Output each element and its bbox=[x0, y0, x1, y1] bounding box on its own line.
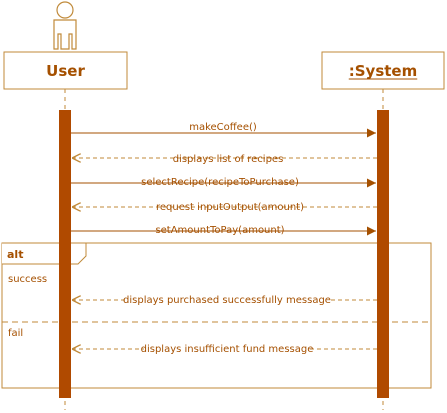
message-display-recipes[interactable]: displays list of recipes bbox=[72, 154, 377, 165]
message-set-amount[interactable]: setAmountToPay(amount) bbox=[71, 225, 376, 236]
participant-user[interactable]: User bbox=[3, 51, 128, 90]
participant-system-box bbox=[321, 51, 445, 90]
message-label: selectRecipe(recipeToPurchase) bbox=[141, 177, 299, 188]
guard-success: success bbox=[8, 274, 47, 285]
message-request-input[interactable]: request inputOutput(amount) bbox=[72, 202, 377, 213]
message-label: setAmountToPay(amount) bbox=[155, 225, 284, 236]
activation-user bbox=[59, 110, 71, 398]
message-select-recipe[interactable]: selectRecipe(recipeToPurchase) bbox=[71, 177, 376, 188]
participant-system-label: :System bbox=[349, 62, 417, 80]
message-insufficient-fund[interactable]: displays insufficient fund message bbox=[72, 342, 377, 356]
message-label: makeCoffee() bbox=[189, 122, 257, 133]
message-label: displays list of recipes bbox=[173, 154, 284, 165]
alt-operator-label: alt bbox=[7, 248, 23, 261]
message-label: displays insufficient fund message bbox=[141, 344, 314, 355]
guard-fail: fail bbox=[8, 328, 23, 339]
participant-system[interactable]: :System bbox=[321, 51, 445, 90]
message-purchase-success[interactable]: displays purchased successfully message bbox=[72, 292, 377, 306]
message-make-coffee[interactable]: makeCoffee() bbox=[71, 122, 376, 138]
message-label: displays purchased successfully message bbox=[123, 295, 331, 306]
message-label: request inputOutput(amount) bbox=[156, 202, 304, 213]
activation-system bbox=[377, 110, 389, 398]
alt-frame bbox=[1, 242, 432, 389]
actor-icon bbox=[53, 1, 77, 50]
participant-user-label: User bbox=[46, 62, 85, 80]
participant-user-box bbox=[3, 51, 128, 90]
